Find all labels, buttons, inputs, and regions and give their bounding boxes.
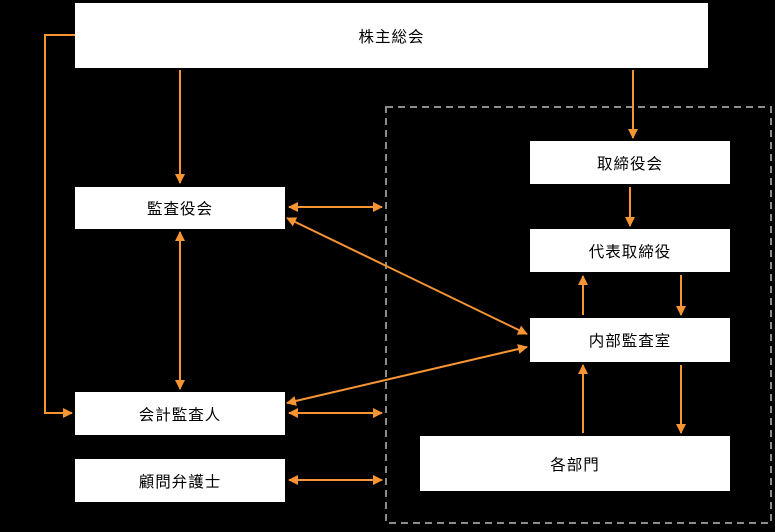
node-representative-director: 代表取締役 xyxy=(530,229,730,272)
node-legal-advisor: 顧問弁護士 xyxy=(75,459,285,502)
node-departments: 各部門 xyxy=(420,436,730,491)
node-departments-label: 各部門 xyxy=(550,456,600,474)
node-representative-director-label: 代表取締役 xyxy=(588,243,672,261)
arrow-audit-board-to-internal-audit-office xyxy=(286,217,528,335)
node-board-of-directors-label: 取締役会 xyxy=(596,155,663,173)
arrow-shareholders-to-accounting-auditor xyxy=(44,34,75,418)
node-accounting-auditor-label: 会計監査人 xyxy=(138,406,222,424)
node-internal-audit-office-label: 内部監査室 xyxy=(588,333,672,350)
node-legal-advisor-label: 顧問弁護士 xyxy=(138,473,222,491)
arrow-accounting-auditor-to-internal-audit-office xyxy=(286,344,528,406)
node-audit-board: 監査役会 xyxy=(75,187,285,229)
node-audit-board-label: 監査役会 xyxy=(146,201,213,218)
node-board-of-directors: 取締役会 xyxy=(530,141,730,184)
node-shareholders-meeting: 株主総会 xyxy=(75,3,708,68)
node-internal-audit-office: 内部監査室 xyxy=(530,318,730,362)
node-shareholders-meeting-label: 株主総会 xyxy=(358,28,425,46)
node-accounting-auditor: 会計監査人 xyxy=(75,392,285,435)
